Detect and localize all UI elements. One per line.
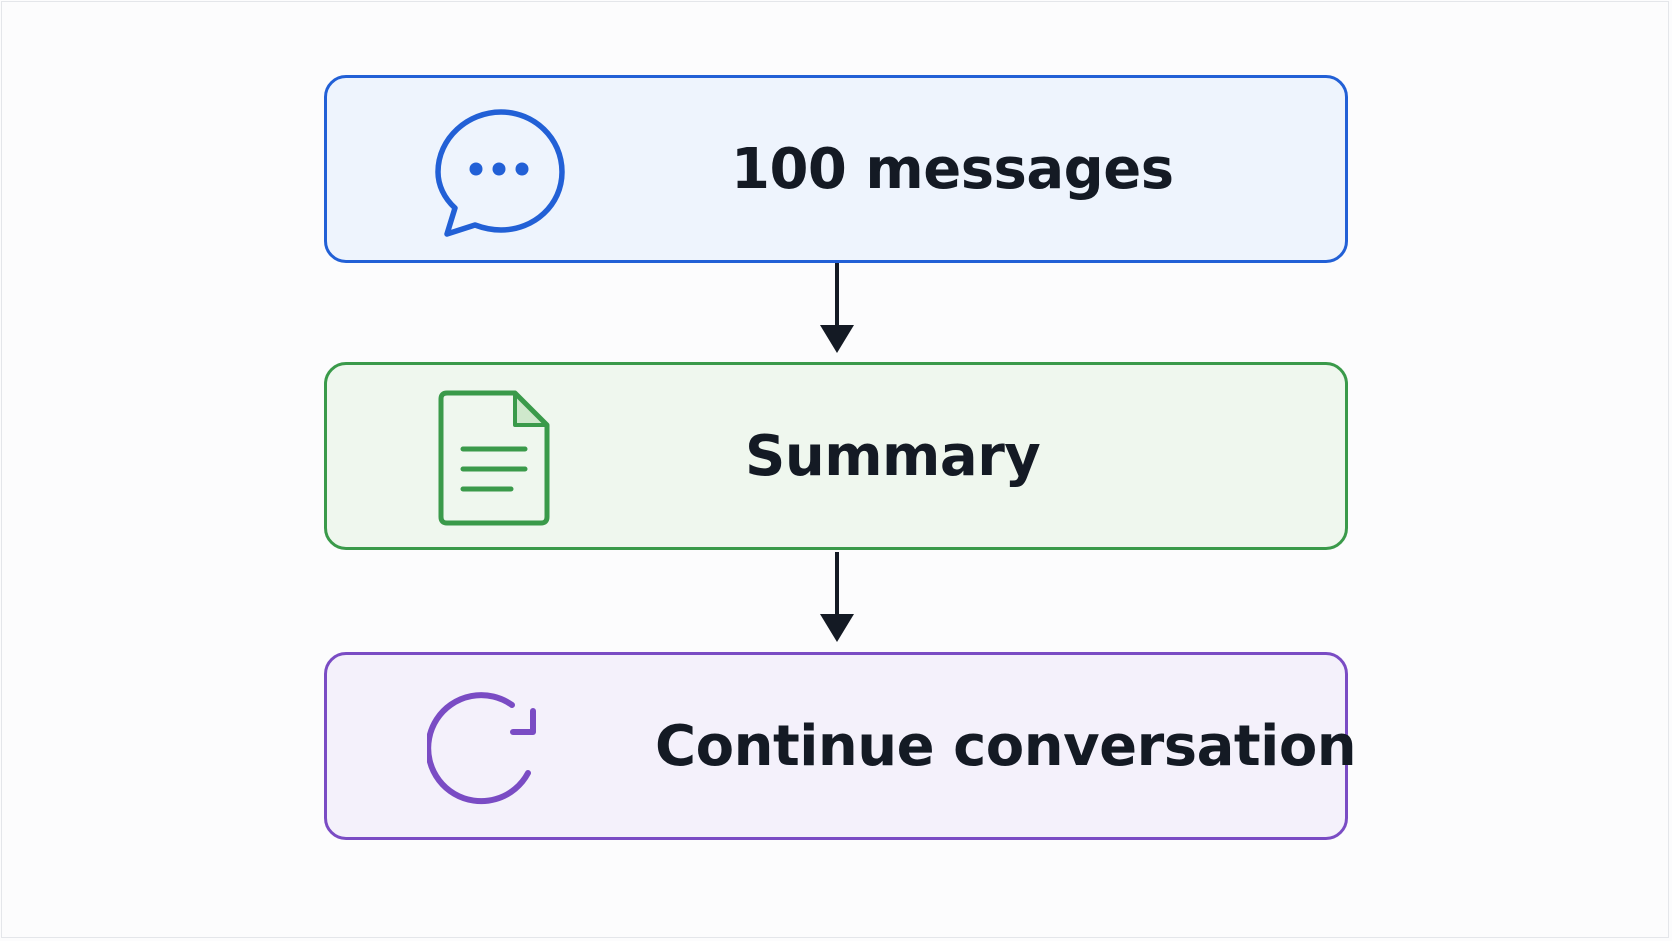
step-label-summary: Summary [745,423,1041,489]
step-label-messages: 100 messages [731,136,1174,202]
step-box-messages: 100 messages [324,75,1348,263]
step-box-continue: Continue conversation [324,652,1357,840]
arrow-down-icon [820,552,854,642]
arrow-down-icon [820,263,854,353]
document-icon [438,390,550,526]
step-box-summary: Summary [324,362,1348,550]
refresh-icon [427,692,536,805]
step-label-continue: Continue conversation [655,713,1357,779]
chat-bubble-icon [435,109,565,237]
